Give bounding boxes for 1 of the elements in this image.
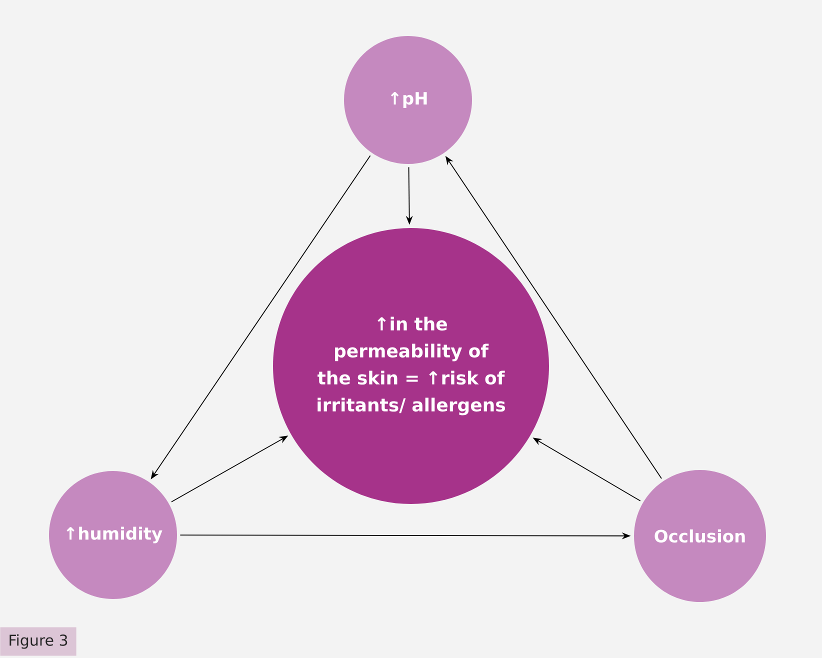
figure-caption: Figure 3 — [0, 627, 76, 656]
